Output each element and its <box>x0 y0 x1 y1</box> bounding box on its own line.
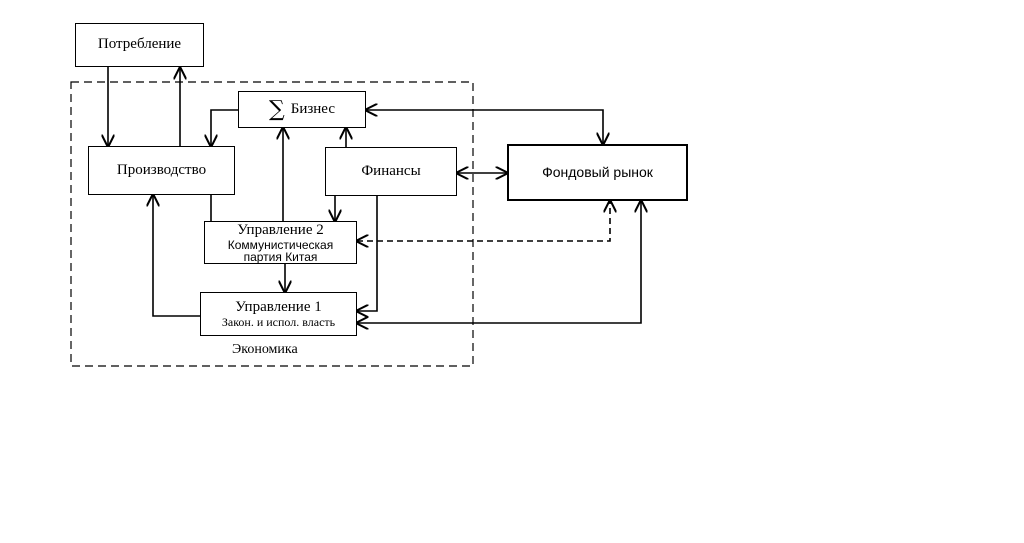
node-business: ∑ Бизнес <box>238 91 366 128</box>
management2-line2: партия Китая <box>243 249 318 264</box>
management1-subtitle: Закон. и испол. власть <box>221 314 336 329</box>
edge-management2-stock-market-dashed <box>357 201 610 241</box>
management2-title: Управление 2 <box>237 222 324 238</box>
node-management1: Управление 1 Закон. и испол. власть <box>200 292 357 336</box>
edge-finance-to-management1 <box>357 196 378 311</box>
business-label: Бизнес <box>290 100 335 117</box>
economy-label: Экономика <box>232 342 298 357</box>
node-management2: Управление 2 Коммунистическая партия Кит… <box>204 221 357 264</box>
management2-line1: Коммунистическая <box>227 237 334 252</box>
edge-management1-to-production <box>153 195 200 317</box>
edge-business-to-production <box>211 109 238 146</box>
node-production: Производство <box>88 146 235 195</box>
edge-business-stock-market <box>366 110 603 144</box>
node-finance: Финансы <box>325 147 457 196</box>
economy-region-label: Экономика <box>232 342 298 358</box>
finance-label: Финансы <box>361 162 421 179</box>
sigma-icon: ∑ <box>268 96 285 122</box>
management1-title: Управление 1 <box>235 298 322 315</box>
stock-market-label: Фондовый рынок <box>542 164 653 181</box>
edge-management1-stock-market <box>357 201 641 323</box>
consumption-label: Потребление <box>97 36 182 53</box>
production-label: Производство <box>116 161 207 178</box>
node-consumption: Потребление <box>75 23 204 67</box>
economy-region-border <box>70 81 474 367</box>
node-stock-market: Фондовый рынок <box>507 144 688 201</box>
